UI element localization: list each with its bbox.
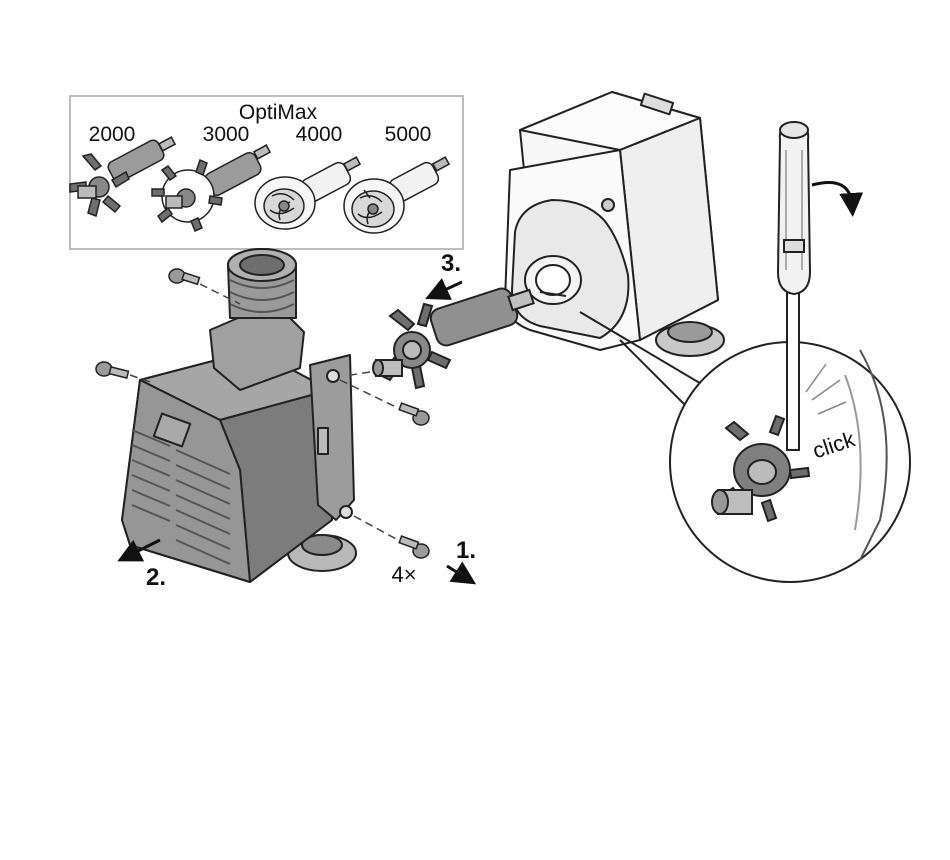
pump-housing [122, 249, 356, 582]
arrow-step-3-icon [436, 282, 462, 294]
step-label-2: 2. [146, 564, 166, 591]
model-label-3000: 3000 [203, 123, 250, 146]
inset-title: OptiMax [239, 101, 318, 124]
model-label-5000: 5000 [385, 123, 432, 146]
screw-quantity-label: 4× [391, 562, 416, 587]
step-label-1: 1. [456, 537, 476, 564]
step-label-3: 3. [441, 250, 461, 277]
impeller-removed [373, 286, 534, 388]
impeller-variants-inset: OptiMax 2000 3000 4000 5000 [70, 96, 463, 249]
detail-callout: click [580, 312, 910, 582]
motor-unit [505, 92, 724, 356]
model-label-2000: 2000 [89, 123, 136, 146]
arrow-step-1-icon [447, 566, 466, 578]
model-label-4000: 4000 [296, 123, 343, 146]
